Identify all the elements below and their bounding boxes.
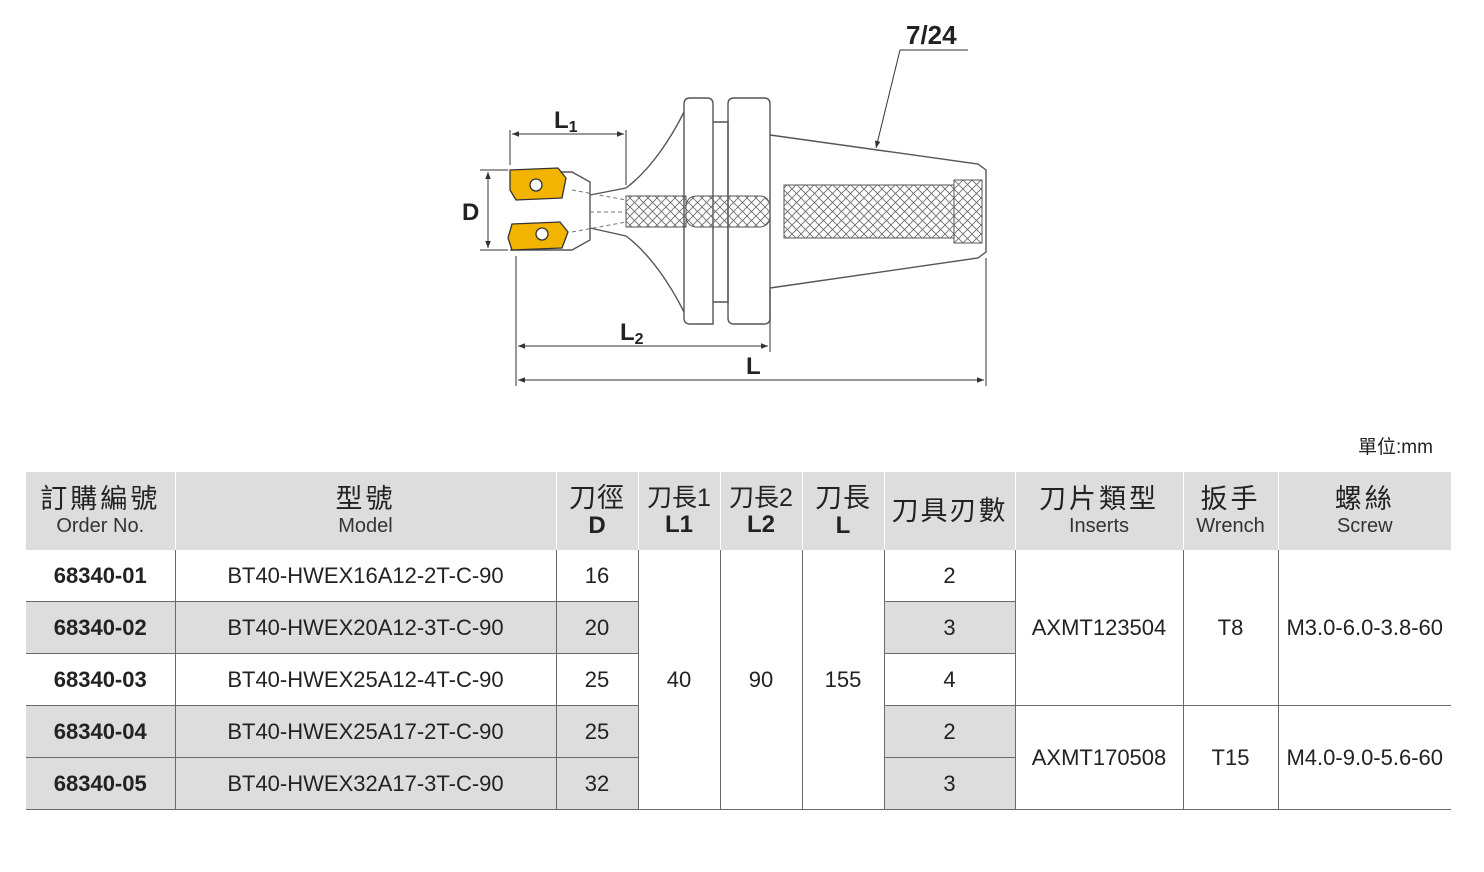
coolant-bore-flange — [685, 195, 771, 228]
model: BT40-HWEX32A17-3T-C-90 — [174, 757, 556, 810]
inner-cone-lines — [571, 189, 627, 233]
model: BT40-HWEX16A12-2T-C-90 — [174, 550, 556, 602]
coolant-bore-front — [625, 195, 687, 228]
model: BT40-HWEX25A12-4T-C-90 — [174, 653, 556, 706]
table-row: 68340-02 BT40-HWEX20A12-3T-C-90 20 3 — [26, 601, 1451, 654]
teeth: 4 — [883, 653, 1015, 706]
header-teeth: 刀具刃數 — [883, 472, 1015, 550]
table-row: 68340-04 BT40-HWEX25A17-2T-C-90 25 2 AXM… — [26, 705, 1451, 810]
table-row: 68340-01 BT40-HWEX16A12-2T-C-90 16 40 90… — [26, 550, 1451, 810]
diameter: 16 — [555, 550, 638, 602]
length-l1: 40 — [637, 550, 720, 810]
teeth: 2 — [883, 550, 1015, 602]
diameter: 25 — [555, 653, 638, 706]
order-no: 68340-01 — [26, 550, 175, 602]
order-no: 68340-05 — [26, 757, 175, 810]
model: BT40-HWEX25A17-2T-C-90 — [174, 705, 556, 758]
inserts: AXMT170508 — [1014, 705, 1183, 810]
coolant-bore-taper — [783, 184, 955, 239]
label-L1: L1 — [554, 107, 578, 136]
teeth: 2 — [883, 705, 1015, 758]
order-no: 68340-04 — [26, 705, 175, 758]
cutting-insert-bottom — [507, 221, 569, 251]
wrench: T8 — [1182, 550, 1278, 706]
screw: M4.0-9.0-5.6-60 — [1277, 705, 1451, 810]
unit-label: 單位:mm — [1358, 437, 1433, 458]
table-row: 68340-03 BT40-HWEX25A12-4T-C-90 25 4 — [26, 653, 1451, 706]
label-D: D — [462, 199, 479, 226]
cutting-insert-top — [509, 167, 567, 201]
screw: M3.0-6.0-3.8-60 — [1277, 550, 1451, 706]
teeth: 3 — [883, 601, 1015, 654]
wrench: T15 — [1182, 705, 1278, 810]
diameter: 20 — [555, 601, 638, 654]
order-no: 68340-03 — [26, 653, 175, 706]
label-L: L — [746, 353, 761, 380]
diameter: 32 — [555, 757, 638, 810]
teeth: 3 — [883, 757, 1015, 810]
tool-holder-diagram: 7/24 L1 D L2 L — [462, 20, 987, 386]
dimension-lines — [480, 49, 987, 386]
inserts: AXMT123504 — [1014, 550, 1183, 706]
coolant-bore-end — [953, 179, 983, 244]
model: BT40-HWEX20A12-3T-C-90 — [174, 601, 556, 654]
label-taper: 7/24 — [906, 20, 957, 50]
diameter: 25 — [555, 705, 638, 758]
order-no: 68340-02 — [26, 601, 175, 654]
table-row: 68340-05 BT40-HWEX32A17-3T-C-90 32 3 — [26, 757, 1451, 810]
label-L2: L2 — [620, 319, 644, 348]
length-l2: 90 — [719, 550, 802, 810]
length-l: 155 — [801, 550, 884, 810]
